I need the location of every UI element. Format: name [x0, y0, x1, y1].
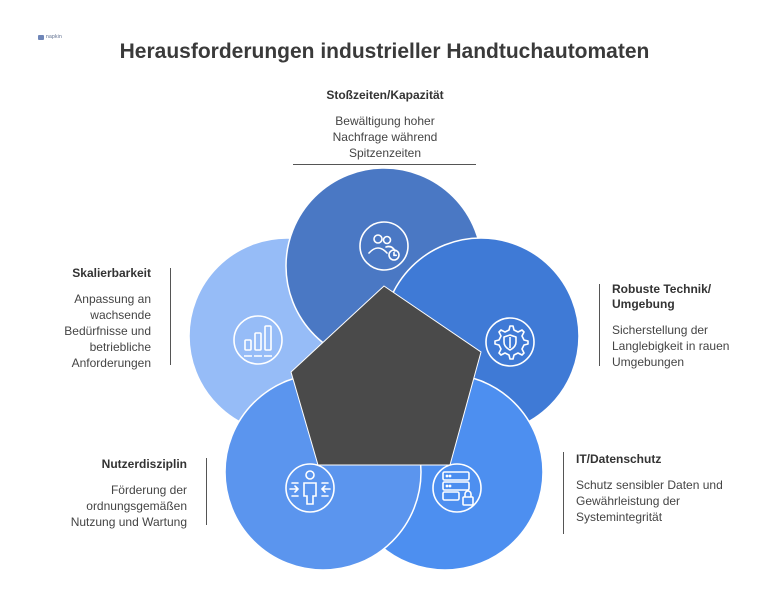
- divider-left: [170, 268, 171, 365]
- logo-mark-icon: [38, 34, 44, 40]
- divider-right-bottom: [563, 452, 564, 534]
- challenge-heading: Nutzerdisziplin: [101, 457, 187, 471]
- challenge-it-datenschutz: IT/Datenschutz Schutz sensibler Daten un…: [576, 452, 756, 525]
- challenge-heading: Skalierbarkeit: [72, 266, 151, 280]
- challenge-heading: Stoßzeiten/Kapazität: [326, 88, 444, 102]
- logo: napkin: [38, 34, 62, 40]
- challenge-description: Anpassung an wachsende Bedürfnisse und b…: [64, 292, 151, 370]
- divider-top: [293, 164, 476, 165]
- person-arrows-icon: [285, 463, 335, 513]
- divider-left-bottom: [206, 458, 207, 525]
- divider-right: [599, 284, 600, 366]
- server-lock-icon: [432, 463, 482, 513]
- challenge-skalierbarkeit: Skalierbarkeit Anpassung an wachsende Be…: [0, 266, 151, 371]
- challenge-description: Bewältigung hoher Nachfrage während Spit…: [332, 114, 438, 160]
- page-title: Herausforderungen industrieller Handtuch…: [119, 40, 650, 63]
- challenge-description: Förderung der ordnungsgemäßen Nutzung un…: [70, 483, 187, 529]
- gear-shield-icon: [485, 317, 535, 367]
- challenge-stosszeiten: Stoßzeiten/Kapazität Bewältigung hoher N…: [230, 88, 540, 161]
- challenge-description: Schutz sensibler Daten und Gewährleistun…: [576, 478, 723, 524]
- logo-text: napkin: [46, 34, 62, 40]
- pentagon-center: [290, 285, 482, 466]
- bar-chart-icon: [233, 315, 283, 365]
- users-clock-icon: [359, 221, 409, 271]
- challenge-heading: Robuste Technik/ Umgebung: [612, 282, 712, 311]
- challenge-robuste-technik: Robuste Technik/ Umgebung Sicherstellung…: [612, 282, 762, 370]
- challenge-description: Sicherstellung der Langlebigkeit in raue…: [612, 323, 730, 369]
- challenge-nutzerdisziplin: Nutzerdisziplin Förderung der ordnungsge…: [7, 457, 187, 530]
- challenge-heading: IT/Datenschutz: [576, 452, 662, 466]
